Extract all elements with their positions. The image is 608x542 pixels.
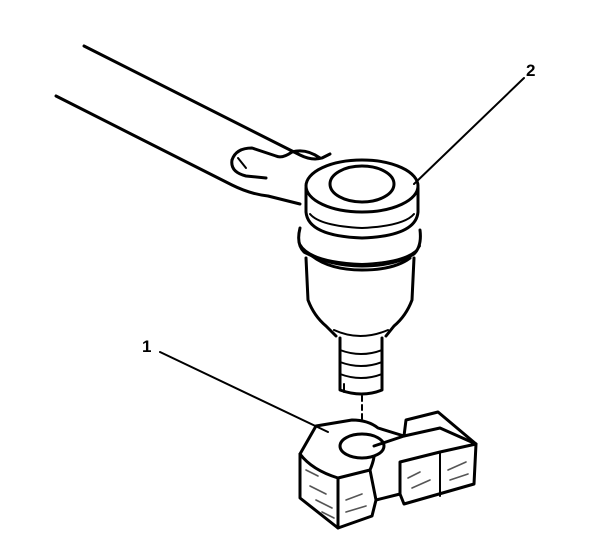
ratchet-handle <box>54 44 332 206</box>
bracket-block <box>298 410 478 530</box>
callout-2: 2 <box>526 61 536 80</box>
leader-line-1 <box>159 351 329 433</box>
leader-line-2 <box>413 77 525 185</box>
callout-1: 1 <box>142 337 152 356</box>
socket <box>297 158 422 396</box>
